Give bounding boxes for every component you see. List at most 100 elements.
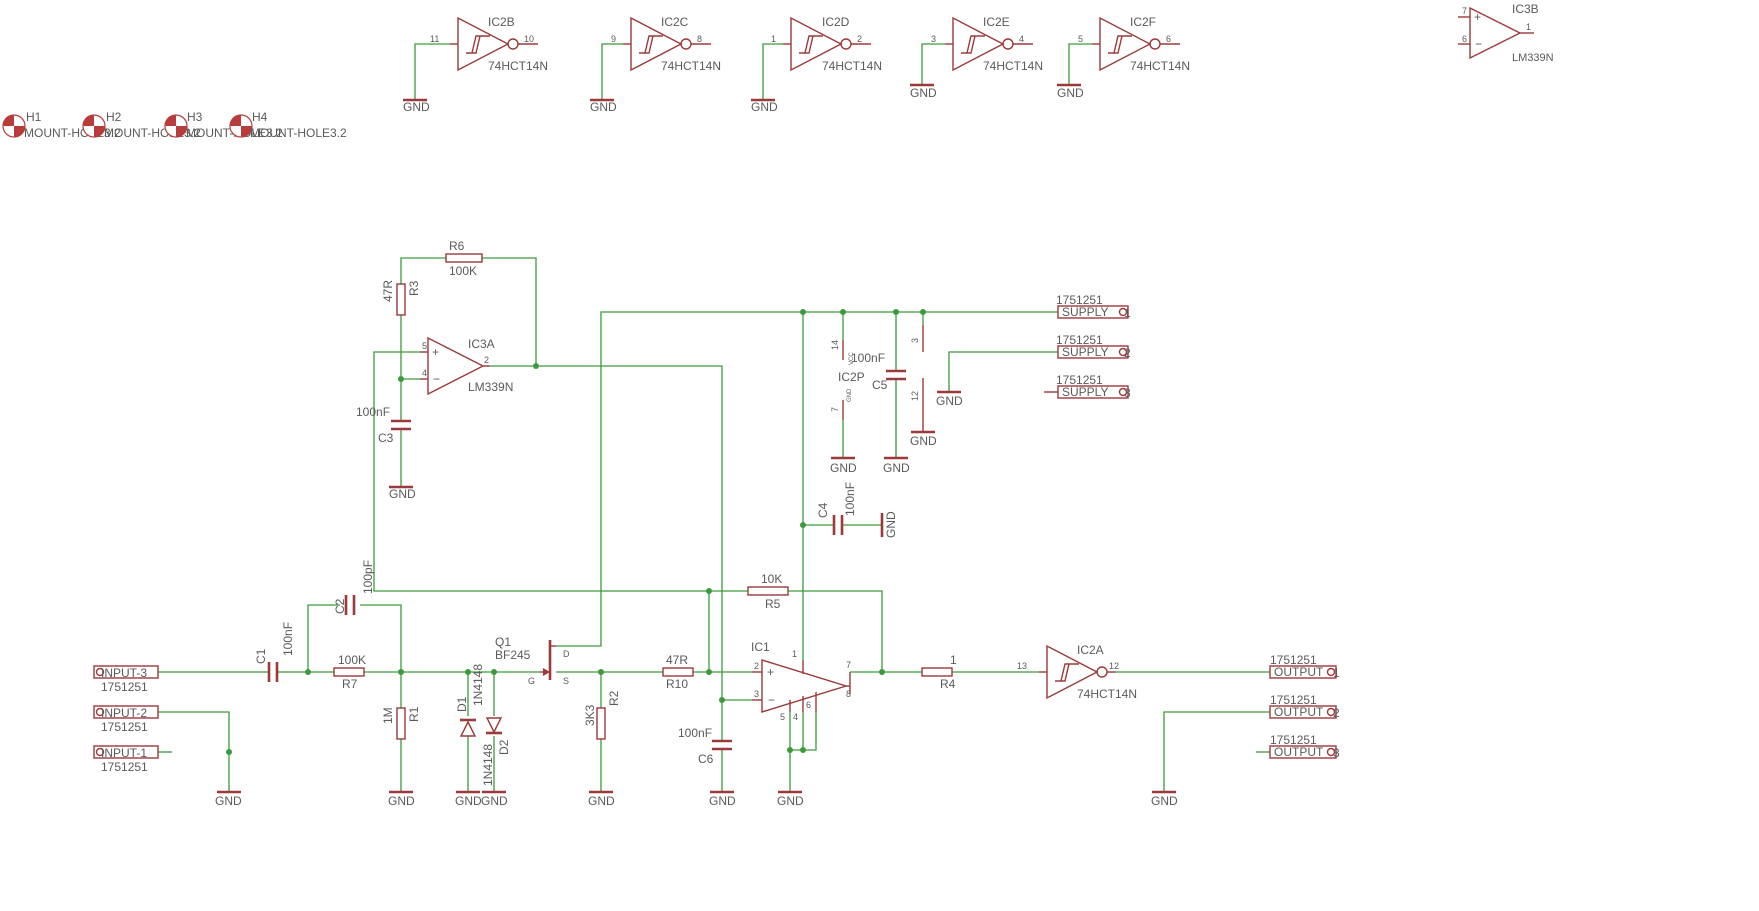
connector-value: 1751251 (1056, 373, 1103, 387)
resistor-r10[interactable]: 47R R10 (662, 653, 694, 691)
part-value: 74HCT14N (1130, 59, 1190, 73)
pin-number: 1 (792, 649, 797, 659)
connector-name: SUPPLY (1062, 345, 1108, 359)
resistor-r2[interactable]: 3K3 R2 (583, 690, 621, 740)
gnd-label: GND (403, 100, 430, 114)
resistor-r1[interactable]: 1M R1 (381, 706, 421, 740)
ic2p-power[interactable]: 14 7 VCC GND IC2P (830, 340, 865, 420)
pin-number: 3 (754, 689, 759, 699)
capacitor-c4[interactable]: C4 100nF (816, 482, 857, 535)
input-connector[interactable]: INPUT-3 1751251 INPUT-2 1751251 INPUT-1 … (93, 665, 159, 774)
gnd-label: GND (590, 100, 617, 114)
part-value: 47R (381, 280, 395, 302)
wire-r3-down (400, 315, 420, 380)
gnd-symbol: GND (215, 790, 242, 808)
resistor-r7[interactable]: 100K R7 (333, 653, 366, 691)
capacitor-c5[interactable]: 100nF C5 (851, 351, 906, 392)
gnd-symbol: GND (389, 485, 416, 501)
wire-ic2b-in (414, 43, 450, 100)
schmitt-hysteresis-icon (1055, 663, 1079, 682)
part-name: R4 (940, 677, 956, 691)
mount-hole-h4[interactable]: H4 MOUNT-HOLE3.2 (229, 110, 347, 140)
part-value: 74HCT14N (983, 59, 1043, 73)
wire-supply2 (948, 351, 1058, 392)
junction (491, 669, 497, 675)
pin-number: 12 (910, 391, 920, 401)
junction (398, 669, 404, 675)
pin-number: 8 (697, 34, 702, 44)
part-name: H3 (187, 110, 203, 124)
gnd-label: GND (481, 794, 508, 808)
junction (706, 669, 712, 675)
ic2b-gate[interactable]: 11 10 IC2B 74HCT14N (430, 15, 548, 73)
gnd-label: GND (830, 461, 857, 475)
junction (879, 669, 885, 675)
part-name: Q1 (495, 635, 511, 649)
part-value: 100nF (281, 622, 295, 656)
part-value: 74HCT14N (822, 59, 882, 73)
resistor-r5[interactable]: 10K R5 (747, 572, 789, 611)
pin-number: 14 (830, 340, 840, 350)
diode-d2[interactable]: 1N4148 D2 (481, 717, 511, 786)
ic1-opamp[interactable]: + − 2 3 7 8 1 5 4 6 IC1 (751, 640, 851, 722)
pin-number: 4 (422, 368, 427, 378)
junction (840, 309, 846, 315)
junction (719, 697, 725, 703)
ic2d-gate[interactable]: 1 2 IC2D 74HCT14N (771, 15, 882, 73)
junction (800, 522, 806, 528)
transistor-q1[interactable]: Q1 BF245 D G S (495, 635, 570, 686)
resistor-r6[interactable]: R6 100K (445, 239, 483, 278)
gnd-symbol: GND (403, 98, 430, 114)
wire-c2-right (360, 604, 402, 672)
wire-supply-rail (556, 311, 1058, 647)
gnd-label: GND (751, 100, 778, 114)
pin-number: 3 (931, 34, 936, 44)
ic2e-gate[interactable]: 3 4 IC2E 74HCT14N (931, 15, 1043, 73)
ic3a-comparator[interactable]: + − 5 4 2 IC3A LM339N (420, 336, 513, 396)
pin-number: 4 (1019, 34, 1024, 44)
capacitor-c2[interactable]: C2 100pF (333, 560, 375, 615)
schmitt-hysteresis-icon (1108, 35, 1132, 54)
part-value: 1N4148 (471, 664, 485, 706)
part-name: R5 (765, 597, 781, 611)
pin-number: 9 (611, 34, 616, 44)
part-name: C3 (378, 431, 394, 445)
ic2f-gate[interactable]: 5 6 IC2F 74HCT14N (1078, 15, 1190, 73)
gnd-label: GND (1151, 794, 1178, 808)
capacitor-c1[interactable]: C1 100nF (254, 622, 295, 682)
gnd-symbol: GND (455, 790, 482, 808)
gnd-symbol: GND (936, 390, 963, 408)
part-value: 1M (381, 707, 395, 724)
part-name: H4 (252, 110, 268, 124)
pin-label: G (528, 676, 535, 686)
pin-label: S (563, 676, 569, 686)
pin-label: GND (847, 388, 853, 402)
part-name: IC3B (1512, 2, 1539, 16)
part-name: IC2P (838, 370, 865, 384)
capacitor-c6[interactable]: 100nF C6 (678, 726, 732, 766)
wire-r5-right (788, 590, 883, 672)
ic2c-gate[interactable]: 9 8 IC2C 74HCT14N (611, 15, 721, 73)
part-value: 100nF (843, 482, 857, 516)
resistor-r4[interactable]: 1 R4 (921, 653, 957, 691)
supply-connector[interactable]: 1751251 SUPPLY 1 1751251 SUPPLY 2 175125… (1044, 293, 1131, 400)
gnd-label: GND (389, 487, 416, 501)
gnd-label: GND (709, 794, 736, 808)
capacitor-c3[interactable]: 100nF C3 (356, 405, 411, 445)
pin-number: 3 (1124, 386, 1131, 400)
pin-number: 5 (780, 712, 785, 722)
resistor-r3[interactable]: 47R R3 (381, 280, 421, 316)
connector-name: INPUT-1 (101, 746, 147, 760)
part-value: LM339N (468, 380, 513, 394)
diode-d1[interactable]: D1 1N4148 (455, 664, 485, 737)
gnd-label: GND (936, 394, 963, 408)
output-connector[interactable]: 1751251 OUTPUT 1 1751251 OUTPUT 2 175125… (1269, 653, 1340, 760)
connector-name: SUPPLY (1062, 305, 1108, 319)
ic2a-gate[interactable]: 13 12 IC2A 74HCT14N (1017, 643, 1137, 701)
part-value: 100K (449, 264, 477, 278)
gnd-symbol: GND (910, 430, 937, 448)
junction (226, 749, 232, 755)
part-name: IC2D (822, 15, 850, 29)
part-name: IC2E (983, 15, 1010, 29)
ic3b-comparator[interactable]: + − 7 6 1 IC3B LM339N (1458, 2, 1554, 64)
